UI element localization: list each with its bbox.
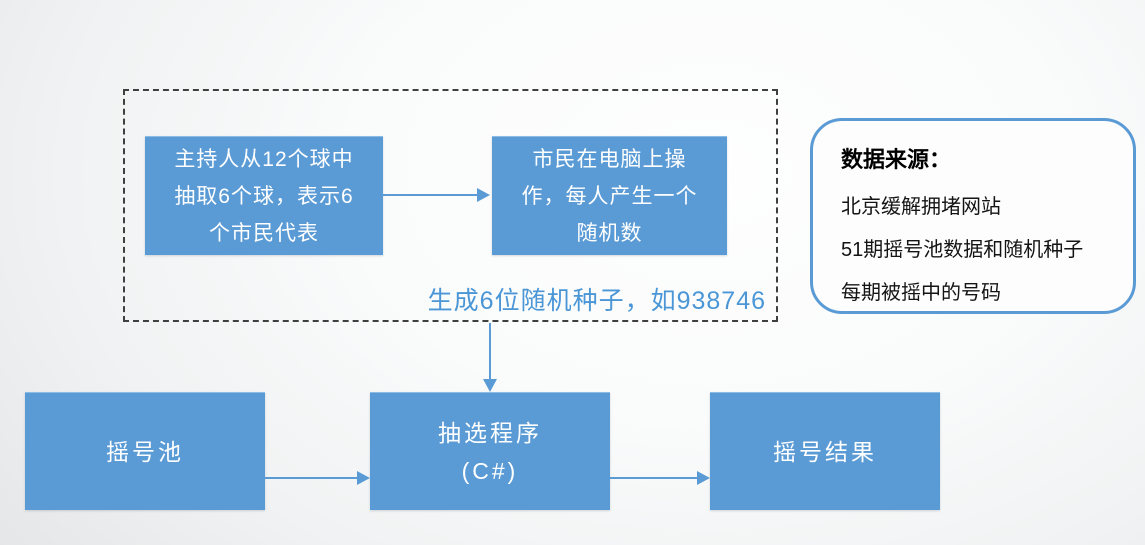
citizen-random-box: 市民在电脑上操 作，每人产生一个 随机数 — [492, 136, 727, 255]
seed-annotation: 生成6位随机种子，如938746 — [427, 287, 766, 315]
selection-program-box: 抽选程序 (C#) — [370, 392, 610, 510]
arrow-right-icon — [697, 471, 710, 485]
arrow-host-to-citizen-line — [383, 194, 477, 196]
data-source-title: 数据来源： — [841, 147, 952, 172]
arrow-program-to-result-line — [610, 477, 698, 479]
data-source-line-winning-numbers: 每期被摇中的号码 — [841, 282, 1001, 304]
arrow-down-icon — [483, 379, 497, 392]
data-source-line-website: 北京缓解拥堵网站 — [841, 196, 1001, 218]
data-source-line-pool-data: 51期摇号池数据和随机种子 — [841, 239, 1084, 261]
arrow-right-icon — [357, 471, 370, 485]
lottery-result-box: 摇号结果 — [710, 392, 940, 510]
host-draw-box: 主持人从12个球中 抽取6个球，表示6 个市民代表 — [145, 136, 383, 255]
arrow-right-icon — [477, 188, 490, 202]
arrow-seed-to-program-line — [489, 323, 491, 380]
arrow-pool-to-program-line — [265, 477, 358, 479]
data-source-panel: 数据来源： 北京缓解拥堵网站 51期摇号池数据和随机种子 每期被摇中的号码 — [810, 118, 1136, 314]
lottery-pool-box: 摇号池 — [25, 392, 265, 510]
seed-generation-group — [123, 89, 778, 322]
